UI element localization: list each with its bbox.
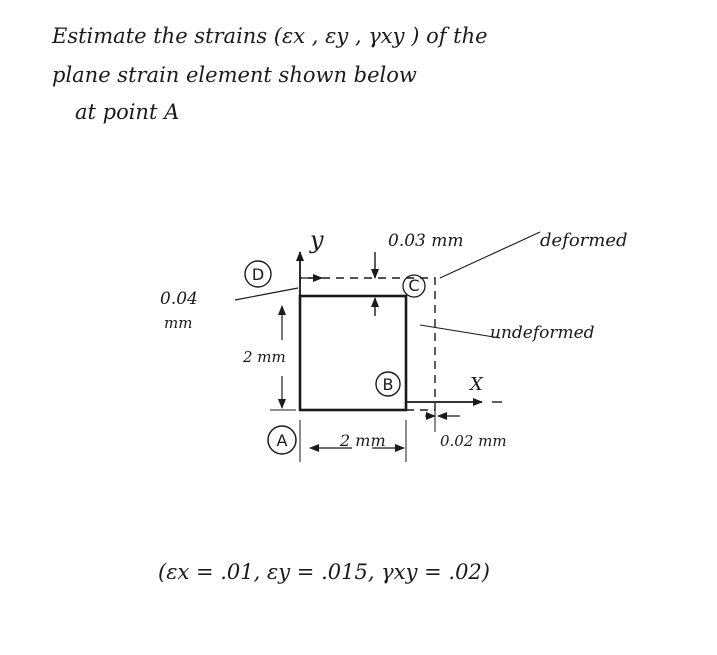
point-c-bubble <box>402 274 426 298</box>
y-axis-label: y <box>309 226 324 254</box>
point-b-label: B <box>383 375 394 394</box>
problem-line-1: Estimate the strains (εx , εy , γxy ) of… <box>52 24 488 48</box>
answer-text: (εx = .01, εy = .015, γxy = .02) <box>158 560 490 584</box>
disp-left-leader <box>234 287 299 301</box>
disp-right-label: 0.02 mm <box>440 432 507 450</box>
undeformed-leader <box>419 324 501 339</box>
point-d-label: D <box>252 265 264 284</box>
x-axis-label: X <box>468 374 484 395</box>
disp-left-unit: mm <box>164 314 192 332</box>
deformed-element <box>299 277 436 411</box>
point-b-bubble <box>375 371 401 397</box>
problem-line-3: at point A <box>75 100 180 124</box>
deformed-leader <box>439 231 541 279</box>
undeformed-label: undeformed <box>490 323 595 343</box>
height-label: 2 mm <box>242 348 286 366</box>
point-a-label: A <box>277 431 288 450</box>
deformed-label: deformed <box>540 230 628 251</box>
width-label: 2 mm <box>339 431 386 450</box>
point-d-bubble <box>244 260 272 288</box>
point-a-bubble <box>267 425 297 455</box>
problem-line-2: plane strain element shown below <box>52 63 417 87</box>
point-c-label: C <box>408 276 419 295</box>
disp-left-value: 0.04 <box>160 289 198 309</box>
disp-top-label: 0.03 mm <box>388 231 464 251</box>
